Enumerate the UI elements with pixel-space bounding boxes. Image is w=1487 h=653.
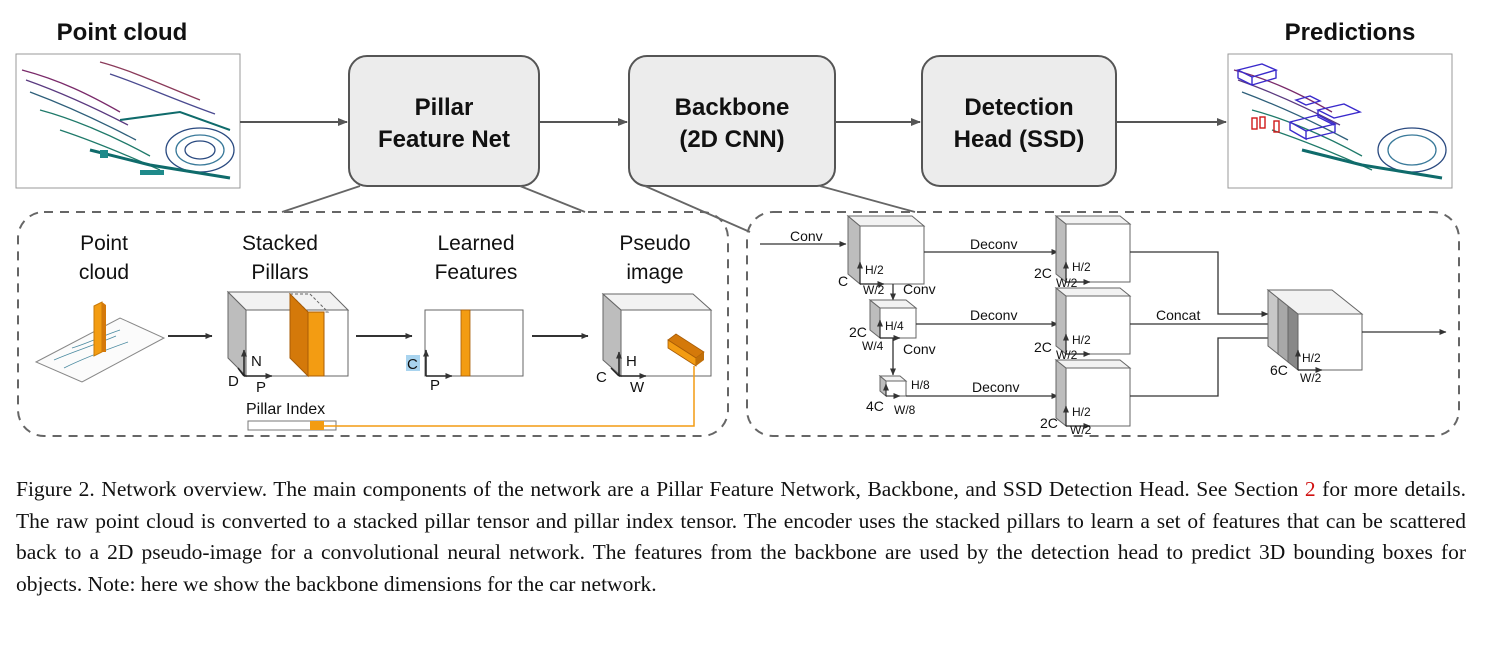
label-H2-u3: H/2	[1072, 405, 1091, 419]
label-W4: W/4	[862, 339, 884, 353]
concat-connectors	[1130, 251, 1285, 397]
backbone-block-2	[868, 298, 918, 341]
axis-c-pseudo: C	[596, 369, 607, 386]
learned-label-line1: Learned	[437, 232, 514, 255]
deconv-label-2: Deconv	[970, 307, 1017, 323]
label-H2-b1: H/2	[865, 263, 884, 277]
axis-n: N	[251, 353, 262, 370]
concat-label: Concat	[1156, 307, 1200, 323]
conv-label-1: Conv	[790, 228, 823, 244]
head-label-line2: Head (SSD)	[954, 126, 1085, 153]
caption-text-2: for more details. The raw point cloud is…	[16, 477, 1466, 596]
pc-label-line1: Point	[80, 232, 128, 255]
predictions-image	[1227, 53, 1453, 189]
backbone-label-line2: (2D CNN)	[679, 126, 784, 153]
label-W2-b1: W/2	[863, 283, 885, 297]
axis-p-learned: P	[430, 377, 440, 394]
predictions-title: Predictions	[1285, 19, 1416, 46]
learned-features-block	[406, 309, 524, 379]
stacked-label-line2: Pillars	[251, 261, 308, 284]
point-cloud-pillar-illustration	[34, 301, 166, 383]
upsampled-block-3	[1054, 358, 1132, 429]
upsampled-block-1	[1054, 214, 1132, 285]
label-2C-u1: 2C	[1034, 265, 1052, 281]
label-H4: H/4	[885, 319, 904, 333]
axis-p-stacked: P	[256, 379, 266, 396]
point-cloud-image	[15, 53, 241, 189]
backbone-block-1	[846, 214, 926, 287]
pseudo-label-line1: Pseudo	[619, 232, 690, 255]
label-2C-u3: 2C	[1040, 415, 1058, 431]
axis-c-learned: C	[407, 356, 418, 373]
backbone-block: Backbone (2D CNN)	[628, 55, 836, 187]
label-H8: H/8	[911, 378, 930, 392]
backbone-block-3	[878, 374, 908, 399]
axis-h-pseudo: H	[626, 353, 637, 370]
label-W2-concat: W/2	[1300, 371, 1322, 385]
concat-block-6c	[1266, 288, 1364, 373]
network-overview-diagram: Point cloud Predictions	[15, 19, 1460, 437]
pillar-feature-net-block: Pillar Feature Net	[348, 55, 540, 187]
pseudo-label-line2: image	[626, 261, 683, 284]
label-4C: 4C	[866, 398, 884, 414]
pc-label-line2: cloud	[79, 261, 129, 284]
label-W2-u2: W/2	[1056, 348, 1078, 362]
label-2C-u2: 2C	[1034, 339, 1052, 355]
label-W2-u3: W/2	[1070, 423, 1092, 437]
pfn-detail-panel	[17, 211, 729, 437]
label-6C: 6C	[1270, 362, 1288, 378]
pillar-index-label: Pillar Index	[246, 401, 325, 418]
conv-label-3: Conv	[903, 341, 936, 357]
pillar-index-bar	[247, 366, 695, 431]
caption-text-1: Figure 2. Network overview. The main com…	[16, 477, 1305, 501]
section-reference-link[interactable]: 2	[1304, 477, 1316, 501]
head-label-line1: Detection	[964, 94, 1073, 121]
label-H2-concat: H/2	[1302, 351, 1321, 365]
label-W2-u1: W/2	[1056, 276, 1078, 290]
stacked-pillars-cube	[226, 290, 350, 379]
learned-label-line2: Features	[435, 261, 518, 284]
pfn-label-line1: Pillar	[415, 94, 474, 121]
axis-w-pseudo: W	[630, 379, 645, 396]
axis-d: D	[228, 373, 239, 390]
zoom-connectors	[281, 185, 916, 233]
deconv-label-3: Deconv	[972, 379, 1019, 395]
label-H2-u2: H/2	[1072, 333, 1091, 347]
deconv-label-1: Deconv	[970, 236, 1017, 252]
backbone-detail-panel	[746, 211, 1460, 437]
upsampled-block-2	[1054, 286, 1132, 357]
label-W8: W/8	[894, 403, 916, 417]
label-2C-b2: 2C	[849, 324, 867, 340]
detection-head-block: Detection Head (SSD)	[921, 55, 1117, 187]
backbone-label-line1: Backbone	[675, 94, 790, 121]
label-H2-u1: H/2	[1072, 260, 1091, 274]
label-C: C	[838, 273, 848, 289]
figure-caption: Figure 2. Network overview. The main com…	[16, 474, 1466, 600]
pseudo-image-cube	[601, 292, 713, 379]
point-cloud-title: Point cloud	[57, 19, 188, 46]
stacked-label-line1: Stacked	[242, 232, 318, 255]
pfn-label-line2: Feature Net	[378, 126, 510, 153]
conv-label-2: Conv	[903, 281, 936, 297]
